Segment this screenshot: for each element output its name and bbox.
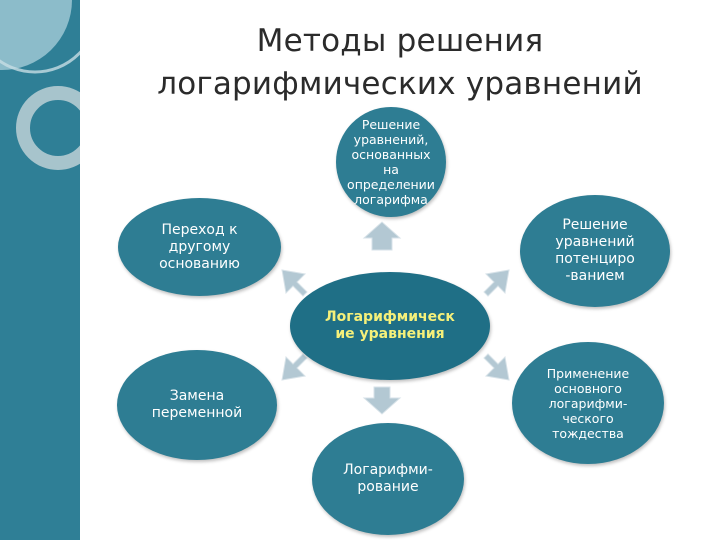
- title-line-2: логарифмических уравнений: [157, 66, 643, 102]
- node-base-change-line: Переход к: [161, 221, 238, 238]
- arrow-down-icon: [362, 386, 402, 415]
- center-line-2: ие уравнения: [335, 326, 445, 342]
- node-identity: Применение основного логарифми- ческого …: [512, 342, 664, 464]
- title-line-1: Методы решения: [256, 23, 544, 59]
- node-substitution-line: переменной: [151, 405, 243, 421]
- node-definition: Решение уравнений, основанных на определ…: [336, 107, 446, 217]
- node-definition-line: основанных: [351, 147, 431, 162]
- node-identity-line: Применение: [546, 365, 630, 381]
- node-definition-line: уравнений,: [353, 132, 429, 147]
- node-base-change-line: основанию: [159, 255, 240, 272]
- arrow-down-left-icon: [281, 353, 308, 381]
- page-title: Методы решения логарифмических уравнений: [110, 20, 690, 106]
- node-definition-line: логарифма: [354, 192, 428, 207]
- node-definition-line: Решение: [361, 117, 421, 132]
- arrow-up-icon: [362, 221, 402, 251]
- node-substitution-line: Замена: [169, 388, 225, 404]
- arrow-down-right-icon: [483, 353, 510, 381]
- node-definition-line: определении: [347, 177, 435, 192]
- node-identity-line: тождества: [552, 425, 624, 441]
- node-potentiation-line: -ванием: [565, 268, 625, 284]
- node-identity-line: ческого: [562, 410, 614, 426]
- node-substitution: Замена переменной: [117, 350, 277, 460]
- arrow-up-left-icon: [281, 269, 308, 297]
- arrow-up-right-icon: [483, 269, 510, 297]
- node-base-change-line: другому: [168, 238, 231, 255]
- node-potentiation-line: Решение: [562, 217, 628, 233]
- node-definition-line: на: [383, 162, 399, 177]
- node-base-change: Переход к другому основанию: [118, 198, 281, 296]
- decorative-circles-icon: [0, 0, 80, 170]
- center-line-1: Логарифмическ: [325, 309, 455, 325]
- node-potentiation-line: потенциро: [555, 251, 635, 267]
- node-identity-line: основного: [554, 380, 622, 396]
- node-logarithmization-line: Логарифми-: [343, 462, 433, 478]
- node-potentiation-line: уравнений: [555, 234, 635, 250]
- node-identity-line: логарифми-: [548, 395, 628, 411]
- node-potentiation: Решение уравнений потенциро -ванием: [520, 195, 670, 307]
- node-center: Логарифмическ ие уравнения: [290, 272, 490, 380]
- node-logarithmization-line: рование: [357, 479, 419, 495]
- node-logarithmization: Логарифми- рование: [312, 423, 464, 535]
- sidebar-decoration: [0, 0, 80, 540]
